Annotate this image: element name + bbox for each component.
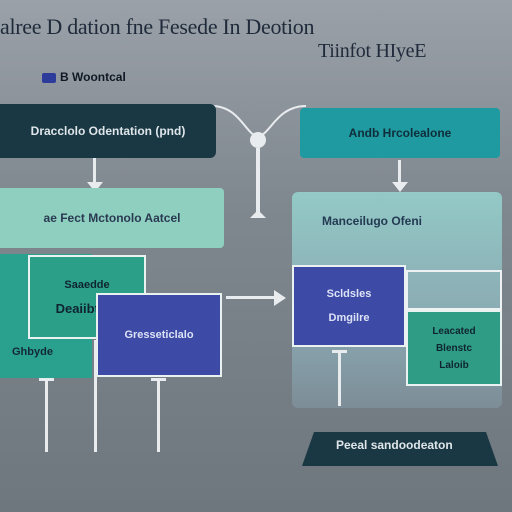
arrow-down-left-head xyxy=(87,182,103,192)
node-blue-right[interactable]: Scldsles Dmgilre xyxy=(292,265,406,347)
node-top-right-label: Andb Hrcolealone xyxy=(348,126,452,140)
node-top-right[interactable]: Andb Hrcolealone xyxy=(300,108,500,158)
node-mid-left-header-label: ae Fect Mctonolo Aatcel xyxy=(43,211,181,225)
blue-right-line-2: Dmgilre xyxy=(328,312,370,324)
green-right-line-1: Leacated xyxy=(432,325,476,337)
green-box-line-1: Saaedde xyxy=(64,278,110,291)
left-line-3-cap xyxy=(151,378,166,381)
left-line-2 xyxy=(94,340,97,452)
left-teal-label: Ghbyde xyxy=(12,346,53,358)
node-green-box[interactable]: Saaedde Deaiibtion xyxy=(28,255,146,339)
node-green-right[interactable]: Leacated Blenstc Laloib xyxy=(406,310,502,386)
node-blue-left[interactable]: Gresseticlalo xyxy=(96,293,222,377)
node-mid-left-header[interactable]: ae Fect Mctonolo Aatcel xyxy=(0,188,224,248)
bottom-bar[interactable] xyxy=(300,430,500,468)
right-vertical-line-cap xyxy=(332,350,347,353)
top-connector-curve xyxy=(211,105,307,218)
arrow-right-head xyxy=(274,290,286,306)
arrow-down-right-shaft xyxy=(398,160,401,186)
arrow-right-shaft xyxy=(226,296,276,299)
left-line-1 xyxy=(45,378,48,452)
blue-right-line-1: Scldsles xyxy=(326,288,372,300)
blue-left-label: Gresseticlalo xyxy=(124,329,194,341)
green-right-line-3: Laloib xyxy=(439,359,469,371)
arrow-down-left-shaft xyxy=(93,158,96,186)
left-line-3 xyxy=(157,378,160,452)
green-right-line-2: Blenstc xyxy=(435,342,473,354)
right-vertical-line xyxy=(338,350,341,406)
node-top-left[interactable]: Dracclolo Odentation (pnd) xyxy=(0,104,216,158)
arrow-down-right-head xyxy=(392,182,408,192)
left-line-1-cap xyxy=(39,378,54,381)
subtitle-badge: B Woontcal xyxy=(60,70,126,84)
diagram-title-line-2: Tiinfot HIyeE xyxy=(318,40,427,62)
bottom-bar-label: Peeal sandoodeaton xyxy=(336,438,453,452)
logo-icon xyxy=(42,73,56,83)
node-top-left-label: Dracclolo Odentation (pnd) xyxy=(30,124,186,138)
right-outline-box xyxy=(406,270,502,310)
right-panel-header-label: Manceilugo Ofeni xyxy=(322,214,423,228)
diagram-title-line-1: alree D dation fne Fesede In Deotion xyxy=(0,14,315,39)
